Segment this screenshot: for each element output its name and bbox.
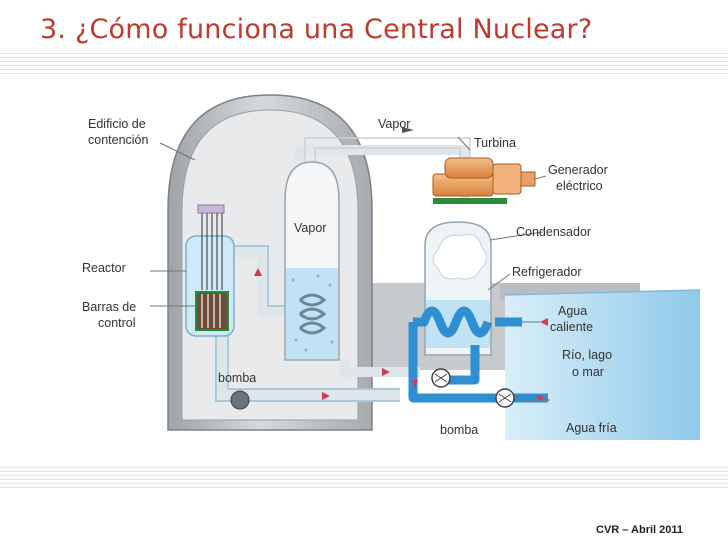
label-generador-1: Generador: [548, 163, 608, 177]
label-rio-1: Río, lago: [562, 348, 612, 362]
label-barras-2: control: [98, 316, 136, 330]
label-barras-1: Barras de: [82, 300, 136, 314]
flow-arrows: [254, 127, 548, 402]
footer-credit: CVR – Abril 2011: [596, 524, 684, 536]
label-reactor: Reactor: [82, 261, 126, 275]
label-agua-fria: Agua fría: [566, 421, 617, 435]
label-edificio-2: contención: [88, 133, 149, 147]
turbine: [432, 157, 536, 204]
label-bomba-bottom: bomba: [440, 423, 478, 437]
pump-cold-water: [495, 388, 515, 408]
label-edificio-1: Edificio de: [88, 117, 146, 131]
label-vapor-pipe: Vapor: [378, 117, 410, 131]
label-refrigerador: Refrigerador: [512, 265, 581, 279]
header-divider: [0, 52, 728, 74]
river-water: [504, 289, 701, 440]
label-generador-2: eléctrico: [556, 179, 603, 193]
label-rio-2: o mar: [572, 365, 604, 379]
pump-bottom: [431, 368, 451, 388]
primary-loop-outline: [215, 245, 400, 402]
label-agua-caliente-1: Agua: [558, 304, 587, 318]
label-vapor-tank: Vapor: [294, 221, 326, 235]
steam-generator: [284, 161, 340, 361]
label-bomba-left: bomba: [218, 371, 256, 385]
pump-left: [230, 390, 250, 410]
leader-lines: [150, 136, 550, 401]
label-condensador: Condensador: [516, 225, 591, 239]
label-turbina: Turbina: [474, 136, 516, 150]
reactor-vessel: [185, 204, 235, 337]
label-agua-caliente-2: caliente: [550, 320, 593, 334]
footer-divider: [0, 466, 728, 488]
page-title: 3. ¿Cómo funciona una Central Nuclear?: [40, 14, 593, 45]
